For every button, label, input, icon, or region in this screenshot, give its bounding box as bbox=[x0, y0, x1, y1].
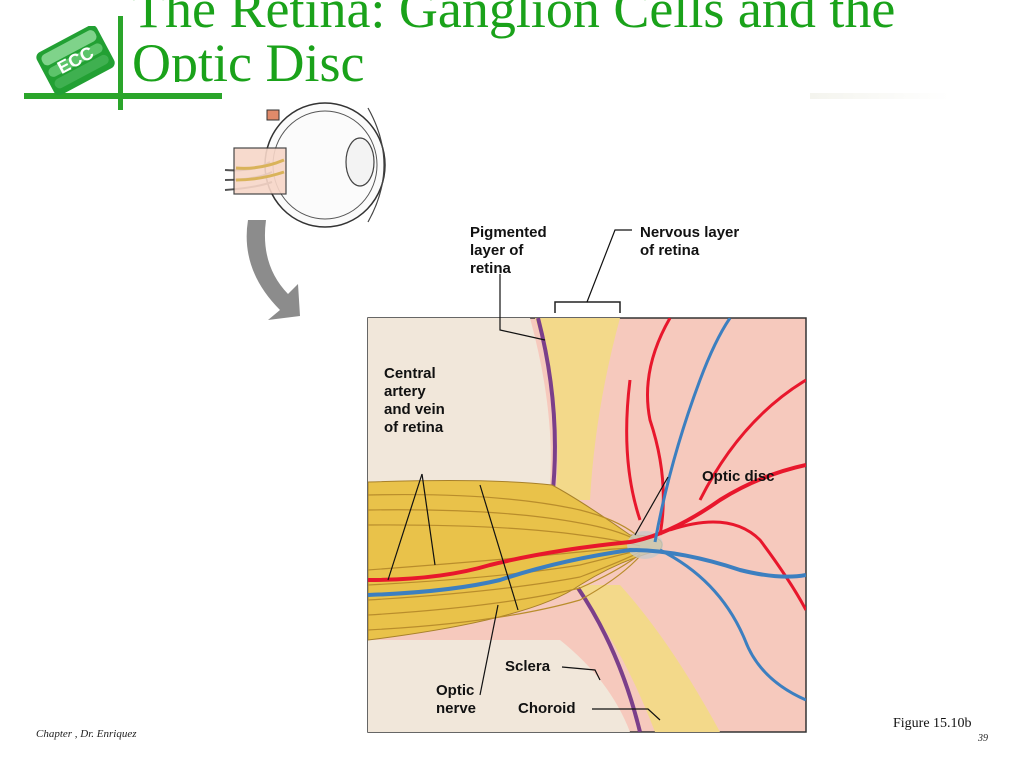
figure-caption: Figure 15.10b bbox=[893, 716, 972, 731]
label-central-artery-vein: Central artery and vein of retina bbox=[384, 365, 445, 436]
title-fade-bar bbox=[810, 93, 950, 99]
title-area: The Retina: Ganglion Cells and the Optic… bbox=[0, 0, 1024, 82]
footer-text: Chapter , Dr. Enriquez bbox=[36, 728, 137, 740]
cross-section bbox=[367, 301, 807, 733]
page-number: 39 bbox=[978, 733, 988, 744]
slide-title: The Retina: Ganglion Cells and the Optic… bbox=[132, 0, 896, 82]
leader-lines bbox=[387, 229, 669, 721]
title-underline-bar bbox=[24, 93, 222, 99]
arrow-icon bbox=[246, 220, 300, 320]
title-vertical-bar bbox=[118, 16, 123, 110]
label-sclera: Sclera bbox=[505, 658, 551, 675]
label-nervous-layer: Nervous layer of retina bbox=[640, 224, 740, 259]
ecc-logo-icon: ECC bbox=[36, 26, 115, 96]
retina-figure bbox=[224, 102, 807, 733]
eye-thumbnail bbox=[224, 102, 386, 228]
label-optic-nerve: Optic nerve bbox=[436, 682, 477, 717]
label-optic-disc: Optic disc bbox=[702, 468, 775, 485]
label-choroid: Choroid bbox=[518, 700, 576, 717]
label-pigmented-layer: Pigmented layer of retina bbox=[470, 224, 547, 277]
